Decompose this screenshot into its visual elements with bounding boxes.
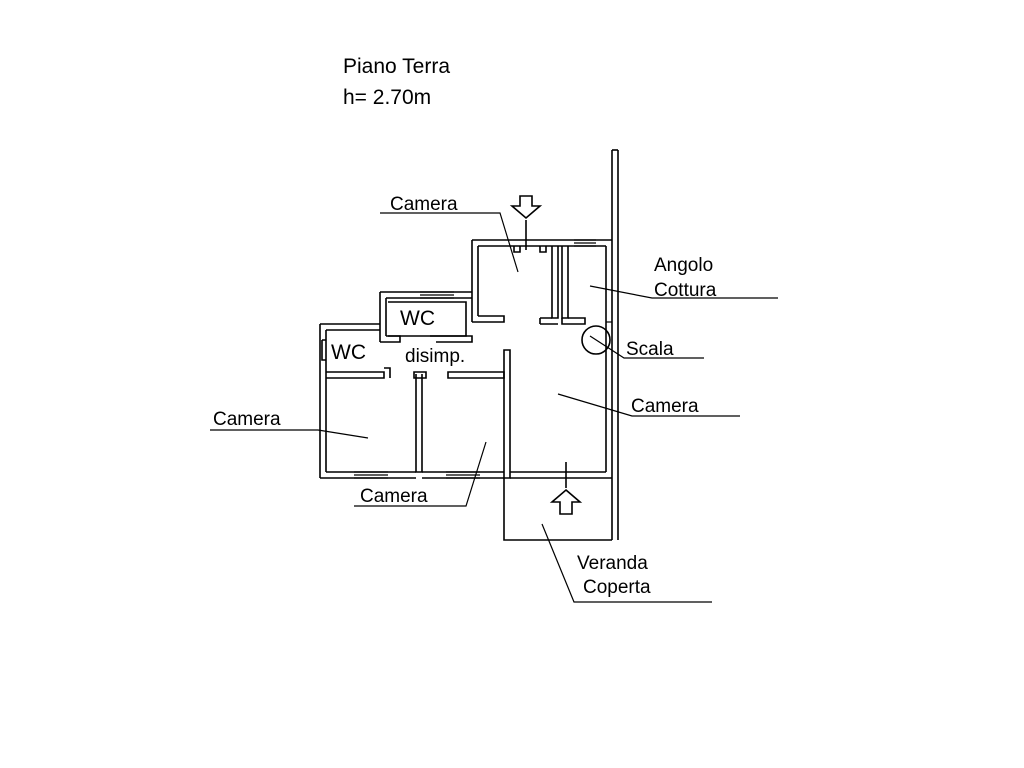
room-label-coperta: Coperta [583,577,651,598]
entrance-arrow-south-icon [549,462,583,515]
room-label-camera-north: Camera [390,194,458,215]
north-rooms-partitions [513,246,586,325]
east-boundary-wall [611,149,619,540]
room-label-veranda: Veranda [577,553,648,574]
staircase-symbol [581,325,611,355]
room-label-camera-west: Camera [213,409,281,430]
floor-name-title: Piano Terra [343,55,451,78]
leader-lines [210,212,778,603]
middle-partitions [413,349,511,479]
windows [354,239,612,479]
west-block-walls [319,323,416,479]
entrance-arrow-north-icon [509,195,543,250]
room-label-disimpegno: disimp. [405,346,466,367]
room-label-scala: Scala [626,339,674,360]
room-label-wc-lower: WC [331,341,366,364]
room-label-camera-south: Camera [360,486,428,507]
room-label-wc-upper: WC [400,307,435,330]
room-label-angolo: Angolo [654,255,714,276]
living-south-wall [510,246,612,479]
ceiling-height-label: h= 2.70m [343,86,432,109]
room-label-cottura: Cottura [654,280,717,301]
room-label-camera-living: Camera [631,396,699,417]
veranda-outline [503,478,612,541]
